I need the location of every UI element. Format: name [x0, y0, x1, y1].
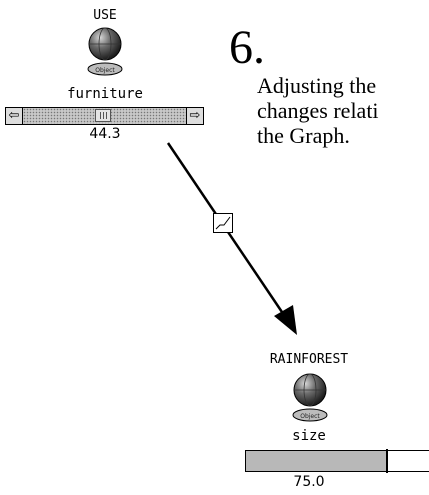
graph-icon[interactable] — [213, 213, 233, 233]
target-object-icon[interactable]: Object — [287, 371, 333, 427]
object-globe-icon: Object — [292, 373, 328, 422]
description-line-2: changes relati — [257, 98, 379, 123]
svg-text:Object: Object — [95, 67, 115, 74]
source-node-value: 44.3 — [89, 126, 121, 142]
object-globe-icon: Object — [87, 27, 123, 76]
level-fill — [246, 451, 388, 471]
description-line-1: Adjusting the — [257, 73, 377, 98]
size-level-bar[interactable] — [245, 449, 429, 473]
scroll-right-arrow-icon[interactable]: ⇨ — [186, 108, 203, 124]
furniture-slider[interactable]: ⇦ ⇨ — [5, 107, 204, 125]
source-node-title: USE — [93, 8, 117, 23]
target-node-value: 75.0 — [293, 474, 325, 490]
target-node-name: size — [292, 428, 326, 444]
target-node-title: RAINFOREST — [269, 352, 349, 367]
level-marker[interactable] — [386, 449, 388, 473]
description-line-3: the Graph. — [257, 123, 350, 148]
source-object-icon[interactable]: Object — [82, 25, 128, 81]
arrow-head — [274, 305, 297, 335]
step-number: 6. — [229, 21, 265, 74]
slider-thumb[interactable] — [95, 109, 111, 122]
source-node-name: furniture — [67, 86, 143, 102]
scroll-left-arrow-icon[interactable]: ⇦ — [6, 108, 23, 124]
svg-text:Object: Object — [300, 413, 320, 420]
